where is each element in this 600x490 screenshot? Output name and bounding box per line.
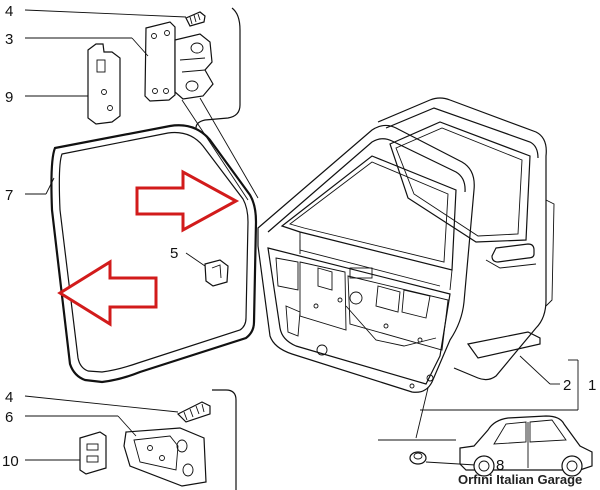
callout-8: 8 [496, 457, 504, 474]
upper-inset-border [195, 7, 241, 129]
door-handle [491, 243, 535, 263]
lower-inset-border [212, 389, 237, 490]
hinge-plate-part-3 [144, 21, 176, 102]
watermark: Orfini Italian Garage [458, 472, 582, 487]
callout-10: 10 [2, 453, 19, 470]
callout-1: 1 [588, 377, 596, 394]
callout-3: 3 [5, 31, 13, 48]
callout-4-top: 4 [5, 3, 13, 20]
arrow-left-icon [57, 259, 158, 327]
arrow-right-icon [135, 169, 240, 233]
callout-2: 2 [563, 377, 571, 394]
callout-4-bottom: 4 [5, 389, 13, 406]
upper-hinge-inset [24, 7, 259, 201]
shim-part-10 [79, 431, 107, 475]
hinge-part-6 [123, 427, 207, 487]
front-door-shell [257, 124, 475, 393]
callout-6: 6 [5, 409, 13, 426]
bolt-part-4-bottom [176, 401, 211, 423]
plug-part-8 [378, 387, 493, 467]
clip-part-5 [185, 252, 229, 287]
lower-hinge-inset [24, 389, 237, 490]
outer-door-skin-part-2 [377, 97, 555, 381]
door-seal-part-7 [25, 124, 258, 384]
callout-9: 9 [5, 89, 13, 106]
hinge-body [174, 33, 214, 100]
callout-5: 5 [170, 245, 178, 262]
car-thumbnail [459, 415, 593, 477]
callout-7: 7 [5, 187, 13, 204]
shim-plate-part-9 [87, 43, 121, 125]
